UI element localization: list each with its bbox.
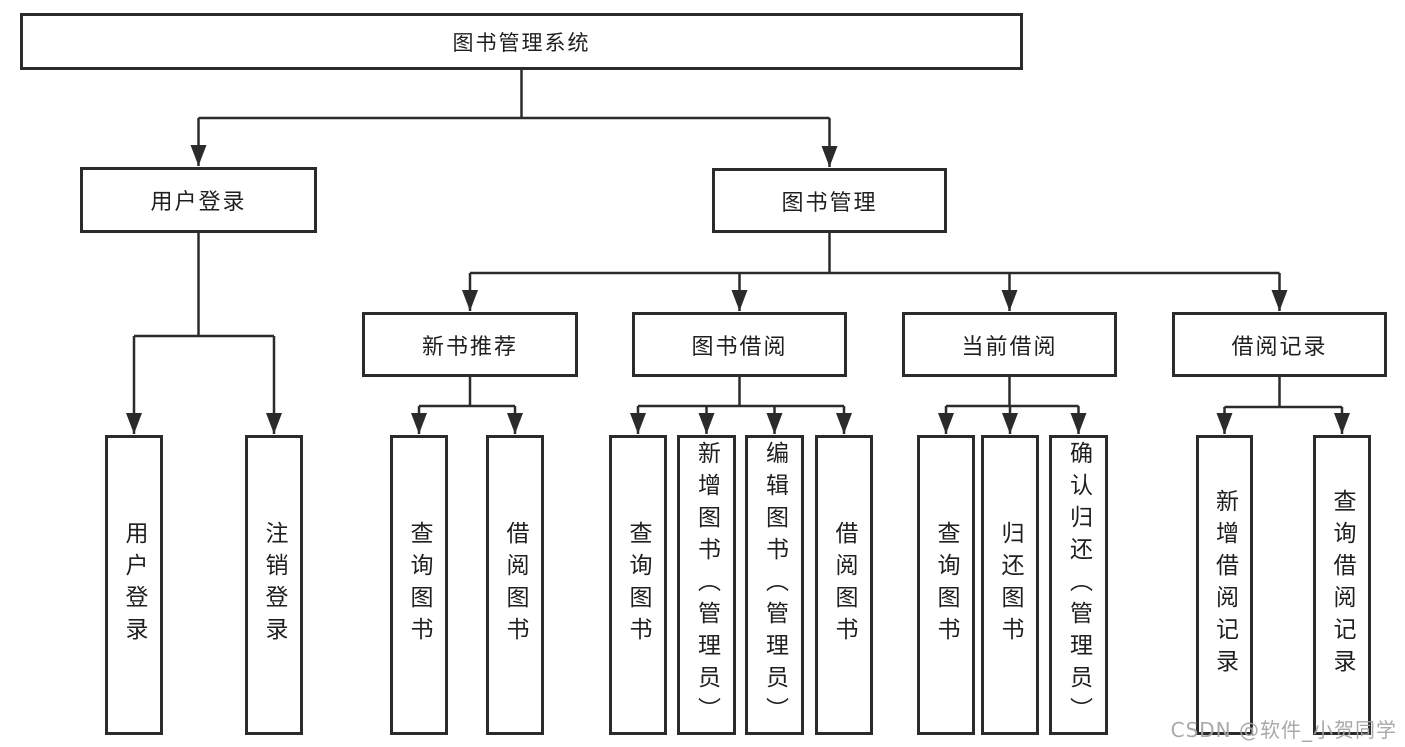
node-logout: 注销登录 xyxy=(245,435,303,735)
node-user-login-branch: 用户登录 xyxy=(80,167,317,233)
node-user-login: 用户登录 xyxy=(105,435,163,735)
node-borrow-books-recommend: 借阅图书 xyxy=(486,435,544,735)
node-edit-books-admin: 编辑图书（管理员） xyxy=(745,435,804,735)
node-query-books-borrowing: 查询图书 xyxy=(609,435,667,735)
node-confirm-return-admin: 确认归还（管理员） xyxy=(1049,435,1108,735)
node-current-borrowing: 当前借阅 xyxy=(902,312,1117,377)
node-return-books: 归还图书 xyxy=(981,435,1039,735)
node-new-book-recommendation: 新书推荐 xyxy=(362,312,578,377)
node-book-borrowing: 图书借阅 xyxy=(632,312,847,377)
node-add-books-admin: 新增图书（管理员） xyxy=(677,435,736,735)
node-query-books-current: 查询图书 xyxy=(917,435,975,735)
node-add-borrow-record: 新增借阅记录 xyxy=(1196,435,1253,735)
watermark-text: CSDN @软件_小贺同学 xyxy=(1170,718,1397,742)
node-borrow-books: 借阅图书 xyxy=(815,435,873,735)
node-library-management-system: 图书管理系统 xyxy=(20,13,1023,70)
node-borrowing-records: 借阅记录 xyxy=(1172,312,1387,377)
node-query-books-recommend: 查询图书 xyxy=(390,435,448,735)
node-book-management-branch: 图书管理 xyxy=(712,168,947,233)
node-query-borrow-record: 查询借阅记录 xyxy=(1313,435,1371,735)
